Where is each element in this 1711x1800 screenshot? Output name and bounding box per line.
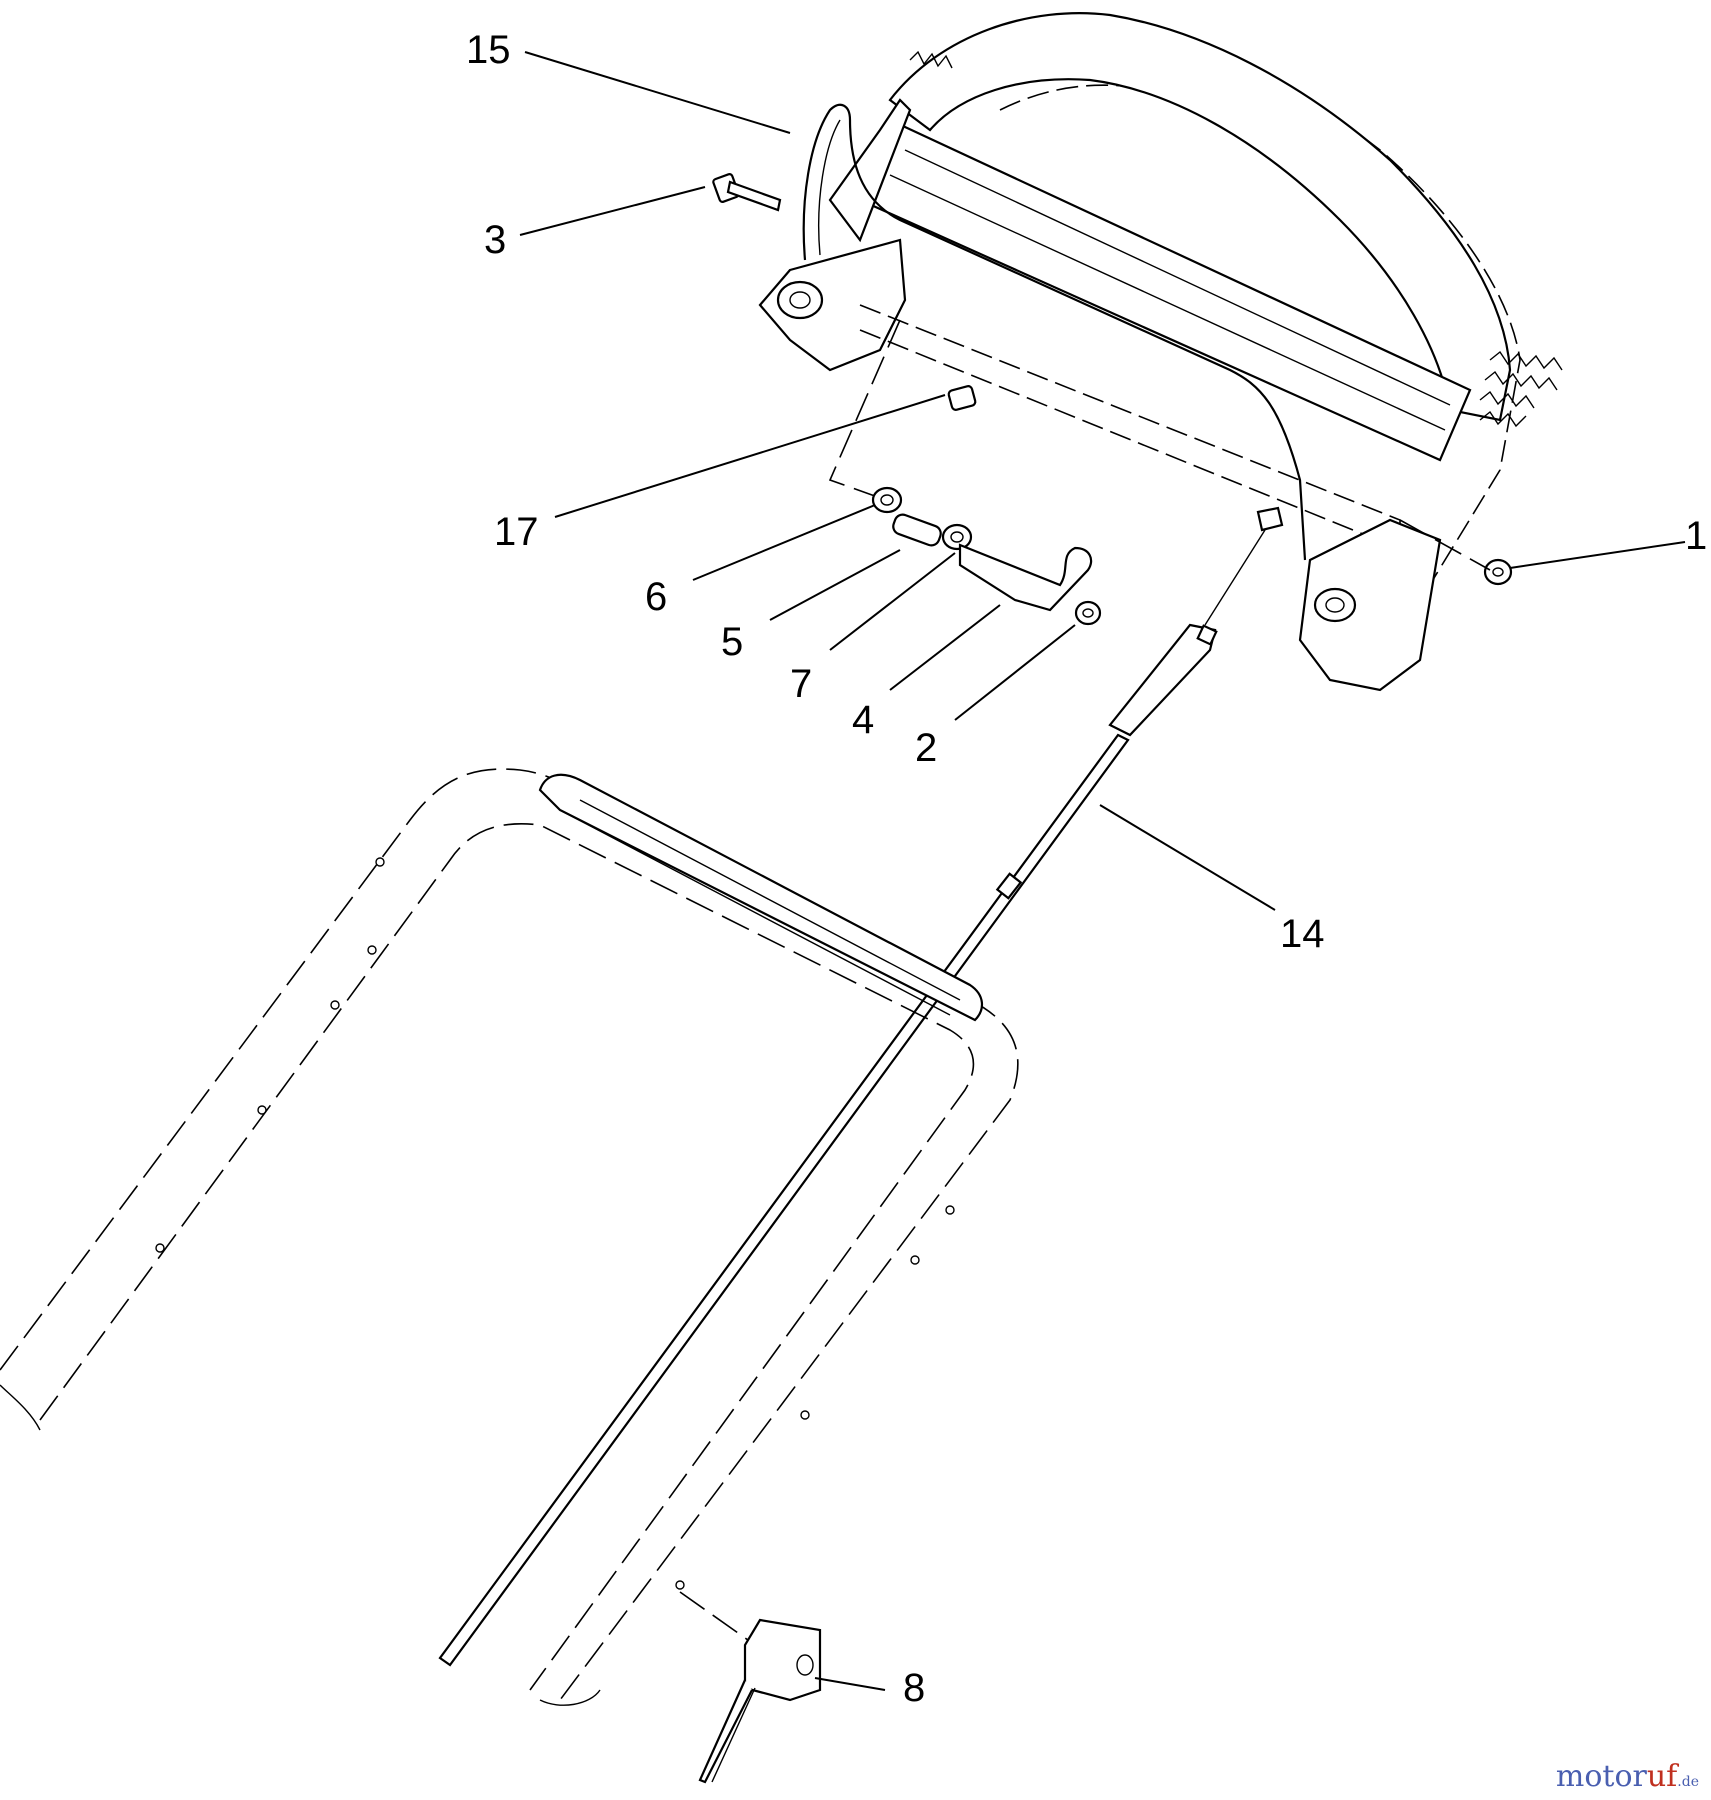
lower-handle	[0, 768, 1019, 1706]
watermark-logo: motoruf.de	[1556, 1759, 1699, 1794]
callout-3: 3	[484, 218, 507, 262]
upper-handle-assembly	[758, 12, 1563, 692]
leader-lines	[519, 51, 1686, 1691]
lever-4	[958, 543, 1093, 612]
leader-15	[524, 51, 791, 134]
callout-4: 4	[852, 698, 875, 742]
switch-8	[679, 1591, 822, 1784]
spacer-5	[892, 513, 942, 547]
leader-4	[889, 604, 1001, 691]
leader-7	[829, 552, 956, 651]
callout-6: 6	[645, 575, 668, 619]
leader-14	[1099, 804, 1276, 911]
leader-3	[519, 186, 706, 236]
callout-8: 8	[903, 1666, 926, 1710]
callout-15: 15	[466, 28, 511, 72]
nut-2	[1074, 600, 1102, 626]
callout-2: 2	[915, 726, 938, 770]
leader-6	[692, 504, 876, 581]
callout-5: 5	[721, 620, 744, 664]
control-cable-14	[438, 506, 1284, 1667]
nut-17	[947, 385, 977, 411]
spring-coil	[1479, 350, 1563, 428]
watermark-text-main: motor	[1555, 1759, 1647, 1794]
leader-2	[954, 624, 1076, 721]
leader-1	[1509, 541, 1686, 569]
leader-5	[769, 549, 901, 621]
callout-14: 14	[1280, 912, 1325, 956]
leader-17	[554, 394, 946, 518]
watermark-text-accent: uf	[1646, 1759, 1678, 1794]
callout-17: 17	[494, 510, 539, 554]
leader-8	[814, 1677, 886, 1691]
nut-1	[1483, 558, 1513, 586]
callout-1: 1	[1685, 514, 1708, 558]
bolt-3	[712, 173, 782, 212]
watermark-text-tld: .de	[1677, 1774, 1699, 1790]
callout-7: 7	[790, 662, 813, 706]
washer-6	[871, 486, 903, 514]
washer-7	[941, 523, 973, 551]
